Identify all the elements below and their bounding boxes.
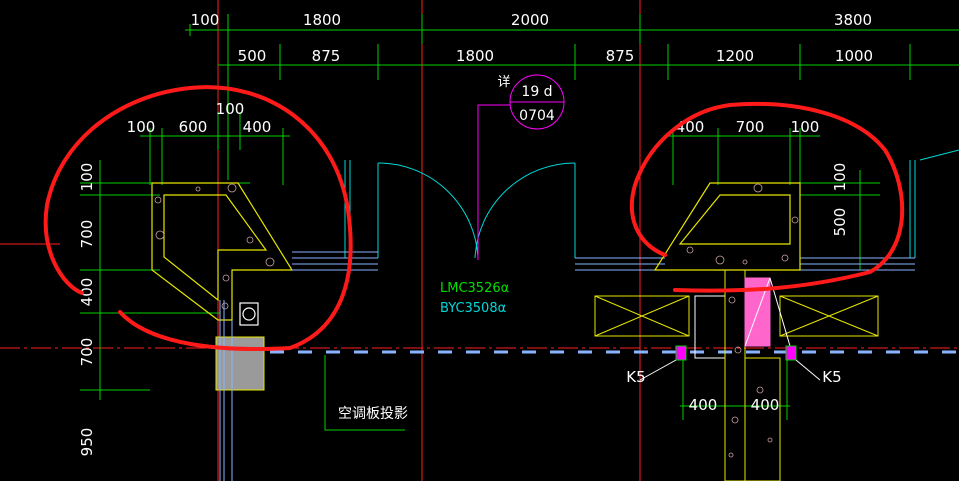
right-vdim-b: 500: [831, 208, 849, 237]
second-dim-b: 875: [312, 47, 341, 65]
vertical-dimension-text: 100 700 400 700 950 100 500: [78, 163, 849, 457]
detail-reference: [477, 74, 565, 260]
top-dim-d: 3800: [834, 11, 872, 29]
right-vdim-a: 100: [831, 163, 849, 192]
right-detail-dim-b: 700: [736, 118, 765, 136]
right-bay-window-wall: [653, 182, 801, 271]
second-dim-c: 1800: [456, 47, 494, 65]
markup-circle-right: [629, 101, 905, 293]
left-vdim-b: 700: [78, 220, 96, 249]
markup-annotations: [43, 85, 905, 351]
second-dim-d: 875: [606, 47, 635, 65]
second-dim-f: 1000: [835, 47, 873, 65]
window-lines: [292, 251, 915, 271]
left-vdim-d: 700: [78, 338, 96, 367]
bottom-dim-right: 400: [751, 396, 780, 414]
second-dim-a: 500: [238, 47, 267, 65]
dimension-text: 100 1800 2000 3800 500 875 1800 875 1200…: [127, 11, 873, 414]
right-lower-structure: [594, 269, 879, 481]
ac-panel-projection: [215, 336, 265, 391]
left-detail-dim-a: 100: [127, 118, 156, 136]
detail-ref-sheet: 0704: [519, 108, 555, 124]
left-detail-dim-c: 400: [243, 118, 272, 136]
markup-circle-left: [43, 85, 353, 351]
left-detail-dim-d: 100: [216, 100, 245, 118]
left-vdim-e: 950: [78, 428, 96, 457]
top-dim-b: 1800: [303, 11, 341, 29]
detail-ref-prefix: 详: [497, 75, 510, 90]
top-dim-c: 2000: [511, 11, 549, 29]
bottom-dim-left: 400: [689, 396, 718, 414]
window-tag: BYC3508α: [440, 301, 506, 316]
k5-label-left: K5: [626, 368, 645, 386]
detail-ref-number: 19 d: [521, 84, 552, 100]
door-tag: LMC3526α: [440, 281, 509, 296]
top-dim-a: 100: [191, 11, 220, 29]
door-arcs: [344, 149, 959, 259]
left-detail-dim-b: 600: [179, 118, 208, 136]
left-vdim-c: 400: [78, 278, 96, 307]
k5-label-right: K5: [822, 368, 841, 386]
second-dim-e: 1200: [716, 47, 754, 65]
left-bay-window-wall: [151, 182, 294, 326]
left-vdim-a: 100: [78, 163, 96, 192]
ac-panel-label: 空调板投影: [338, 406, 408, 422]
right-detail-dim-c: 100: [791, 118, 820, 136]
